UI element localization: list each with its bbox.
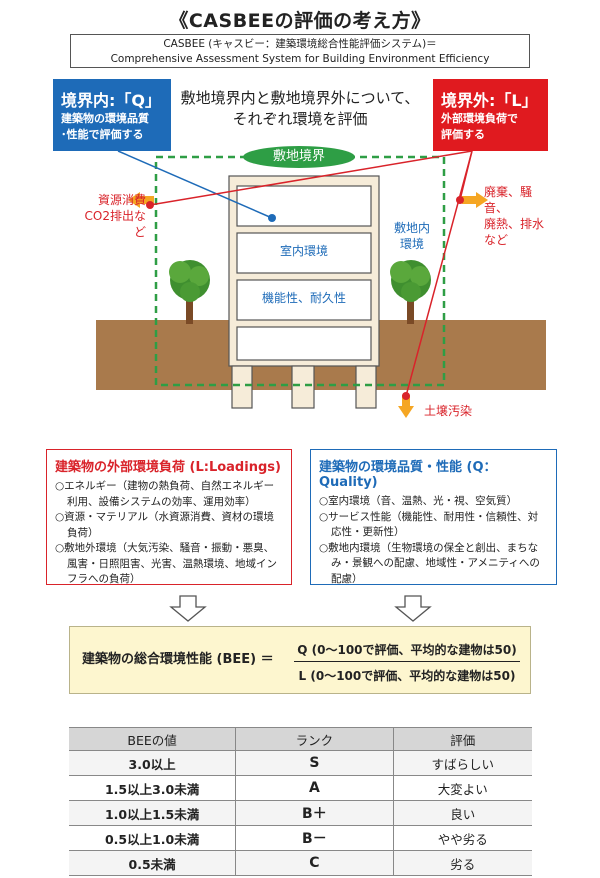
waste-label-line-3: など <box>484 233 509 247</box>
function-label: 機能性、耐久性 <box>261 291 346 305</box>
tree-left-icon <box>169 260 210 324</box>
lead-line-2: それぞれ環境を評価 <box>232 110 368 128</box>
indoor-label: 室内環境 <box>279 244 328 258</box>
list-item: ○エネルギー（建物の熱負荷、自然エネルギー利用、設備システムの効率、運用効率） <box>55 480 275 508</box>
callout-l: 境界外:「L」 外部環境負荷で 評価する <box>433 79 548 151</box>
column-header: 評価 <box>392 727 532 751</box>
down-arrow-left-icon <box>169 595 207 622</box>
l-pointer-dot-down <box>402 392 410 400</box>
bee-value-cell: 3.0以上 <box>69 750 236 776</box>
evaluation-cell: すばらしい <box>392 750 532 776</box>
resources-label: 資源消費 CO2排出など <box>74 192 146 240</box>
flow-arrows <box>169 595 432 622</box>
table-row: 1.5以上3.0未満 A 大変よい <box>69 775 532 801</box>
loadings-list: ○エネルギー（建物の熱負荷、自然エネルギー利用、設備システムの効率、運用効率） … <box>55 479 283 588</box>
site-boundary-label: 敷地境界 <box>243 146 355 168</box>
bee-numerator: Q (0～100で評価、平均的な建物は50) <box>297 643 517 657</box>
rank-cell: B－ <box>235 825 394 851</box>
rank-cell: S <box>235 750 394 776</box>
floor-top <box>236 185 372 227</box>
list-item: ○資源・マテリアル（水資源消費、資材の環境負荷） <box>55 511 275 539</box>
resources-label-line-2: CO2排出など <box>84 209 146 239</box>
rank-cell: B＋ <box>235 800 394 826</box>
definition-line-2: Comprehensive Assessment System for Buil… <box>110 53 490 65</box>
table-row: 0.5未満 C 劣る <box>69 850 532 876</box>
building-leg <box>355 365 377 409</box>
tree-right-icon <box>390 260 431 324</box>
building-leg <box>291 365 315 409</box>
evaluation-cell: やや劣る <box>392 825 532 851</box>
l-pointer-line-left <box>149 150 473 206</box>
table-row: 1.0以上1.5未満 B＋ 良い <box>69 800 532 826</box>
l-pointer-dot-left <box>146 201 154 209</box>
callout-l-heading: 境界外:「L」 <box>441 91 538 110</box>
bee-label: 建築物の総合環境性能 (BEE) ＝ <box>82 652 274 667</box>
rank-cell: A <box>235 775 394 801</box>
table-row: 0.5以上1.0未満 B－ やや劣る <box>69 825 532 851</box>
waste-label-line-1: 廃棄、騒音、 <box>484 185 533 215</box>
l-pointer-line-down <box>405 150 473 397</box>
evaluation-cell: 大変よい <box>392 775 532 801</box>
definition-box: CASBEE (キャスビー：建築環境総合性能評価システム)＝ Comprehen… <box>70 34 530 68</box>
evaluation-cell: 劣る <box>392 850 532 876</box>
callout-q-body-1: 建築物の環境品質 <box>61 112 149 125</box>
fraction-bar <box>294 661 520 662</box>
column-header: BEEの値 <box>69 727 237 751</box>
column-header: ランク <box>235 727 394 751</box>
lead-text: 敷地境界内と敷地境界外について、 それぞれ環境を評価 <box>0 88 600 130</box>
callout-q: 境界内:「Q」 建築物の環境品質 ･性能で評価する <box>53 79 171 151</box>
floor-function <box>236 279 372 321</box>
definition-line-1: CASBEE (キャスビー：建築環境総合性能評価システム)＝ <box>163 38 437 50</box>
bee-formula-box: 建築物の総合環境性能 (BEE) ＝ Q (0～100で評価、平均的な建物は50… <box>69 626 531 694</box>
list-item: ○サービス性能（機能性、耐用性・信頼性、対応性・更新性） <box>319 510 539 539</box>
list-item: ○敷地内環境（生物環境の保全と創出、まちなみ・景観への配慮、地域性・アメニティへ… <box>319 541 540 585</box>
list-item: ○敷地外環境（大気汚染、騒音・振動・悪臭、風害・日照阻害、光害、温熱環境、地域イ… <box>55 542 277 585</box>
floor-indoor <box>236 232 372 274</box>
waste-label-line-2: 廃熱、排水 <box>484 217 545 231</box>
bee-value-cell: 0.5未満 <box>69 850 236 876</box>
lead-line-1: 敷地境界内と敷地境界外について、 <box>180 89 420 107</box>
list-item: ○室内環境（音、温熱、光・視、空気質） <box>319 495 518 507</box>
bee-value-cell: 1.0以上1.5未満 <box>69 800 236 826</box>
bee-value-cell: 0.5以上1.0未満 <box>69 825 236 851</box>
building-leg <box>231 365 253 409</box>
page-title: 《CASBEEの評価の考え方》 <box>169 10 431 32</box>
onsite-label-line-2: 環境 <box>399 237 424 251</box>
down-arrow-right-icon <box>394 595 432 622</box>
soil-label: 土壌汚染 <box>424 404 473 418</box>
callout-l-body-1: 外部環境負荷で <box>441 112 518 125</box>
outflow-arrow-down-icon <box>398 395 414 418</box>
floor-bottom <box>236 326 372 361</box>
evaluation-cell: 良い <box>392 800 532 826</box>
table-row: 3.0以上 S すばらしい <box>69 750 532 776</box>
quality-panel: 建築物の環境品質・性能 (Q：Quality) ○室内環境（音、温熱、光・視、空… <box>310 449 557 585</box>
bee-value-cell: 1.5以上3.0未満 <box>69 775 236 801</box>
callout-l-body-2: 評価する <box>441 128 485 141</box>
q-pointer-dot <box>268 214 276 222</box>
loadings-panel: 建築物の外部環境負荷 (L:Loadings) ○エネルギー（建物の熱負荷、自然… <box>46 449 292 585</box>
rank-table: BEEの値 ランク 評価 3.0以上 S すばらしい 1.5以上3.0未満 A … <box>69 727 532 876</box>
resources-label-line-1: 資源消費 <box>97 193 146 207</box>
quality-panel-heading: 建築物の環境品質・性能 (Q：Quality) <box>319 460 497 490</box>
building-diagram <box>96 150 546 418</box>
table-header-row: BEEの値 ランク 評価 <box>69 727 532 751</box>
q-pointer-line <box>117 150 273 219</box>
onsite-label: 敷地内 環境 <box>392 220 432 252</box>
bee-denominator: L (0～100で評価、平均的な建物は50) <box>298 669 516 683</box>
onsite-label-line-1: 敷地内 <box>393 221 430 235</box>
waste-label: 廃棄、騒音、 廃熱、排水 など <box>484 184 554 248</box>
callout-q-body-2: ･性能で評価する <box>61 128 144 141</box>
callout-q-heading: 境界内:「Q」 <box>61 91 162 110</box>
loadings-panel-heading: 建築物の外部環境負荷 (L:Loadings) <box>55 460 281 475</box>
quality-list: ○室内環境（音、温熱、光・視、空気質） ○サービス性能（機能性、耐用性・信頼性、… <box>319 494 548 587</box>
outflow-arrow-right-icon <box>462 192 488 208</box>
rank-cell: C <box>235 850 394 876</box>
